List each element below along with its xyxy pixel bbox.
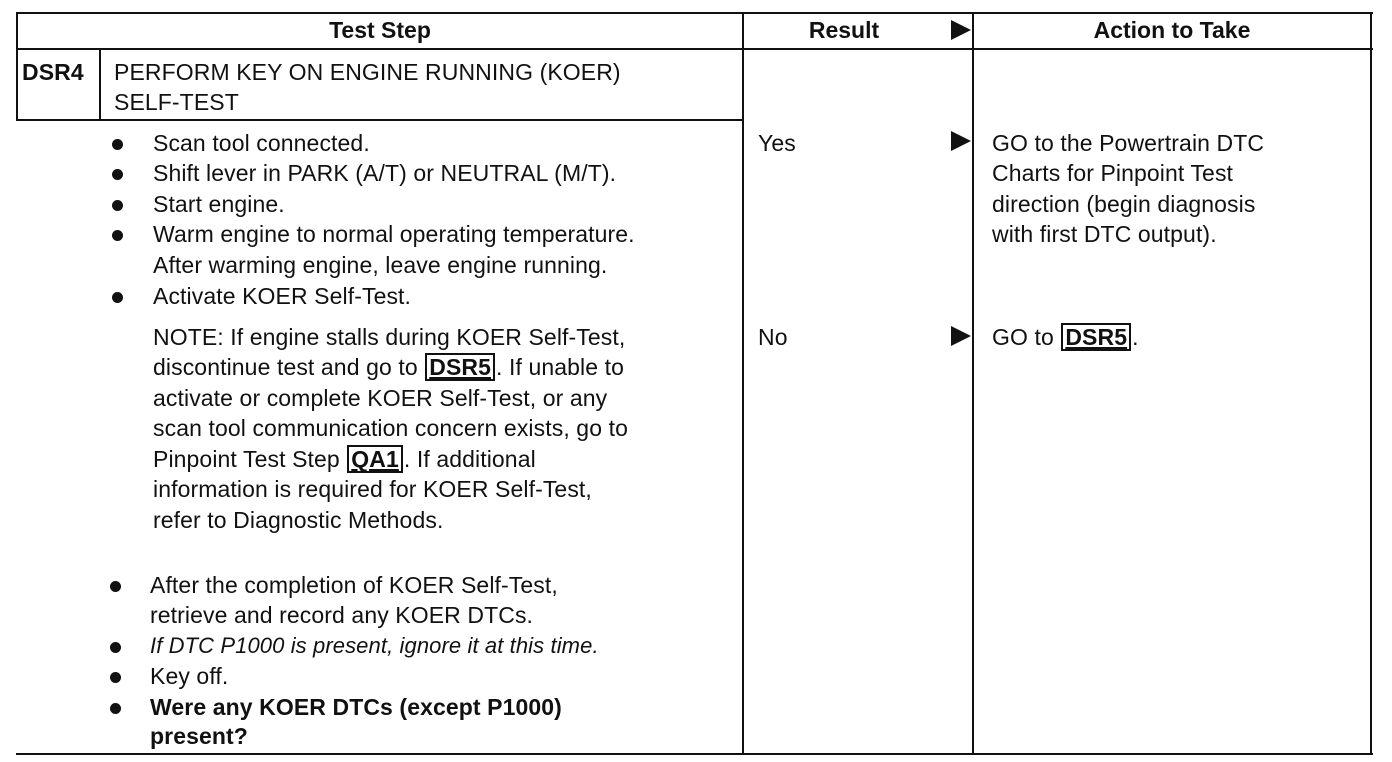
bullet-text: Scan tool connected. [153,130,370,156]
action-yes-line: GO to the Powertrain DTC [992,130,1265,156]
step-reference-dsr5[interactable]: DSR5 [425,353,495,381]
bullet-icon [110,672,121,683]
result-no-arrow-icon [951,326,971,346]
bullet-text: Warm engine to normal operating temperat… [153,221,635,247]
bullet-icon [112,139,123,150]
note-line: refer to Diagnostic Methods. [153,507,444,533]
bullet-text: If DTC P1000 is present, ignore it at th… [150,633,599,658]
step-id-divider [99,48,101,120]
bullet-icon [112,169,123,180]
bullet-text: Key off. [150,663,229,689]
note-line: NOTE: If engine stalls during KOER Self-… [153,324,626,350]
note-text: . If unable to [496,354,624,380]
bullet-text: Activate KOER Self-Test. [153,283,412,309]
bullet-text-continuation: After warming engine, leave engine runni… [153,252,608,278]
header-arrow-icon [951,20,971,40]
note-line: scan tool communication concern exists, … [153,415,628,441]
table-right-border [1370,12,1372,755]
test-step-result-divider [742,12,744,755]
note-line: information is required for KOER Self-Te… [153,476,592,502]
result-action-divider [972,12,974,755]
step-id: DSR4 [22,59,84,85]
bullet-text: Shift lever in PARK (A/T) or NEUTRAL (M/… [153,160,617,186]
table-top-border [16,12,1373,14]
header-bottom-border [16,48,1373,50]
question-text-continuation: present? [150,723,248,749]
bullet-icon [112,200,123,211]
step-title-line2: SELF-TEST [114,89,239,115]
result-no: No [758,324,788,350]
action-text: GO to [992,324,1061,350]
result-yes-arrow-icon [951,131,971,151]
step-title-bottom-border [16,119,743,121]
table-bottom-border [16,753,1373,755]
header-action: Action to Take [1093,17,1251,43]
note-line: Pinpoint Test Step QA1. If additional [153,444,536,475]
question-text: Were any KOER DTCs (except P1000) [150,694,562,720]
bullet-icon [112,230,123,241]
bullet-text: After the completion of KOER Self-Test, [150,572,558,598]
action-yes-line: with first DTC output). [992,221,1217,247]
action-text: . [1132,324,1139,350]
bullet-icon [110,703,121,714]
note-text: discontinue test and go to [153,354,425,380]
bullet-text-continuation: retrieve and record any KOER DTCs. [150,602,534,628]
note-text: . If additional [403,446,536,472]
note-line: activate or complete KOER Self-Test, or … [153,385,608,411]
bullet-icon [110,581,121,592]
step-title-line1: PERFORM KEY ON ENGINE RUNNING (KOER) [114,59,621,85]
action-no-line: GO to DSR5. [992,322,1139,353]
step-reference-qa1[interactable]: QA1 [347,445,403,473]
header-test-step: Test Step [329,17,431,43]
result-yes: Yes [758,130,796,156]
action-yes-line: direction (begin diagnosis [992,191,1256,217]
bullet-icon [110,642,121,653]
step-reference-dsr5[interactable]: DSR5 [1061,323,1132,351]
note-text: Pinpoint Test Step [153,446,347,472]
table-left-border [16,12,18,120]
note-line: discontinue test and go to DSR5. If unab… [153,352,624,383]
action-yes-line: Charts for Pinpoint Test [992,160,1234,186]
bullet-text: Start engine. [153,191,285,217]
header-result: Result [808,17,880,43]
bullet-icon [112,292,123,303]
